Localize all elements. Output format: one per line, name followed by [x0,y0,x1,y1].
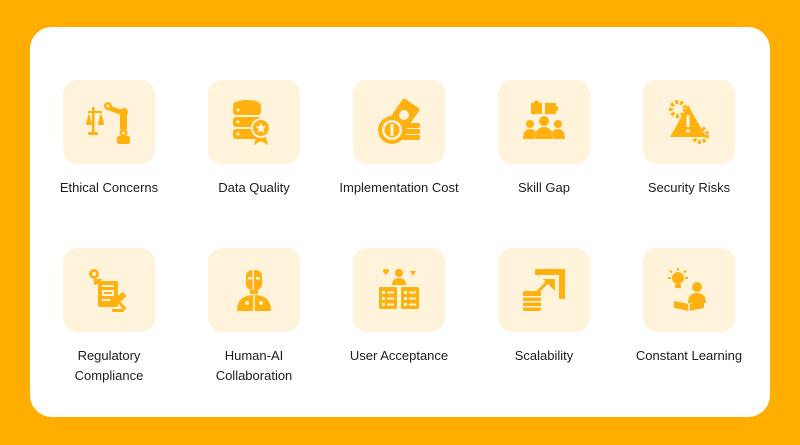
icon-tile [63,248,155,332]
icon-tile [498,80,590,164]
icon-tile [498,248,590,332]
item-label: Ethical Concerns [59,180,159,195]
item-regulatory-compliance: Regulatory Compliance [34,248,184,386]
icon-tile [353,248,445,332]
item-label: User Acceptance [349,348,449,363]
item-constant-learning: Constant Learning [614,248,764,366]
item-label: Implementation Cost [339,180,459,195]
icon-tile [208,248,300,332]
coins-banknote-icon [378,98,420,144]
item-data-quality: Data Quality [179,80,329,198]
item-ethical-concerns: Ethical Concerns [34,80,184,198]
human-robot-icon [237,270,271,311]
icon-tile [353,80,445,164]
user-checklist-icon [379,268,419,309]
icon-tile [208,80,300,164]
warning-gears-icon [669,100,709,144]
icon-tile [643,80,735,164]
item-user-acceptance: User Acceptance [324,248,474,366]
item-label: Regulatory Compliance [74,348,144,383]
icon-tile [63,80,155,164]
item-label: Security Risks [647,180,731,195]
item-skill-gap: Skill Gap [469,80,619,198]
item-label: Skill Gap [517,180,571,195]
robot-arm-scales-icon [86,102,130,144]
item-label: Data Quality [218,180,290,195]
icon-tile [643,248,735,332]
reader-bulb-icon [668,268,706,311]
item-label: Scalability [514,348,574,363]
item-label: Human-AI Collaboration [215,348,293,383]
team-puzzle-icon [523,100,565,139]
item-security-risks: Security Risks [614,80,764,198]
item-human-ai-collaboration: Human-AI Collaboration [179,248,329,386]
item-label: Constant Learning [635,348,743,363]
item-implementation-cost: Implementation Cost [324,80,474,198]
database-badge-icon [233,100,271,145]
item-scalability: Scalability [469,248,619,366]
document-gavel-icon [89,269,127,312]
challenges-card: Ethical Concerns Data Quality [30,27,770,417]
scale-up-arrow-icon [523,269,565,311]
